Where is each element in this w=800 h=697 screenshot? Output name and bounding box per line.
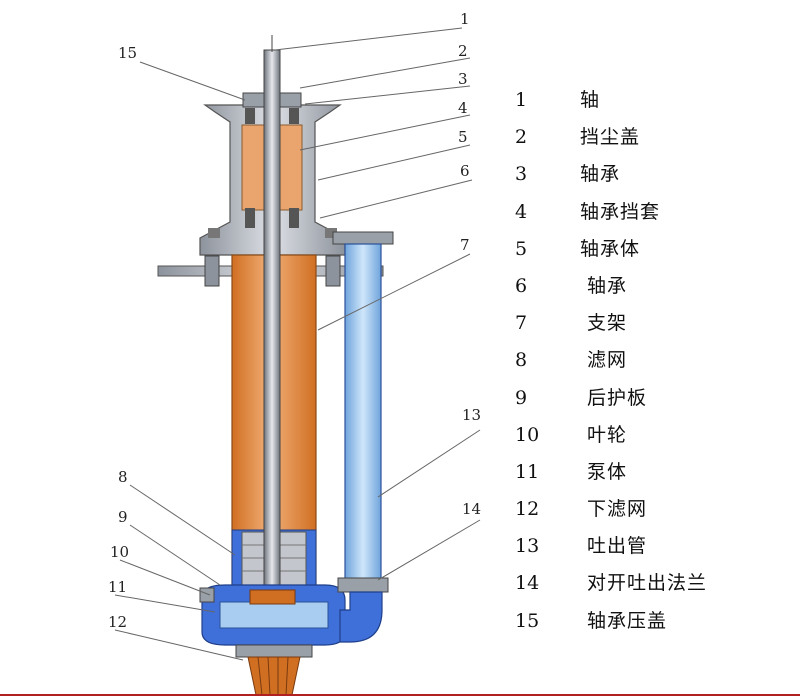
legend-number: 9 (515, 386, 528, 409)
callout-14: 14 (462, 500, 481, 518)
callout-12: 12 (108, 613, 127, 631)
legend-item: 3 轴承 (515, 156, 785, 193)
pump-casing (199, 584, 346, 646)
callout-15: 15 (118, 44, 137, 62)
legend-number: 6 (515, 274, 528, 297)
legend-item: 1 轴 (515, 82, 785, 119)
legend-item: 10 叶轮 (515, 417, 785, 454)
callout-6: 6 (460, 162, 470, 180)
legend-label: 滤网 (587, 349, 628, 372)
callout-5: 5 (458, 128, 468, 146)
legend-label: 挡尘盖 (580, 126, 641, 149)
legend-item: 11 泵体 (515, 454, 785, 491)
legend-number: 8 (515, 349, 528, 372)
legend-label: 轴承体 (580, 237, 641, 260)
callout-3: 3 (458, 70, 468, 88)
legend-label: 吐出管 (587, 535, 648, 558)
callout-10: 10 (110, 543, 129, 561)
legend-number: 11 (515, 460, 540, 483)
legend-number: 4 (515, 200, 528, 223)
discharge-pipe (332, 231, 394, 643)
legend-label: 轴承 (587, 274, 628, 297)
legend-label: 轴承压盖 (587, 609, 668, 632)
callout-13: 13 (462, 406, 481, 424)
legend-label: 轴承挡套 (580, 200, 661, 223)
legend-number: 12 (515, 498, 540, 521)
callout-7: 7 (460, 236, 470, 254)
legend-item: 9 后护板 (515, 380, 785, 417)
legend-number: 5 (515, 237, 528, 260)
legend-number: 3 (515, 163, 528, 186)
legend-item: 4 轴承挡套 (515, 194, 785, 231)
legend-number: 13 (515, 535, 540, 558)
legend-item: 7 支架 (515, 305, 785, 342)
callout-2: 2 (458, 42, 468, 60)
shaft (263, 35, 281, 591)
legend-label: 后护板 (587, 386, 648, 409)
callout-9: 9 (118, 508, 128, 526)
lower-strainer (235, 644, 313, 696)
legend-label: 轴 (580, 89, 601, 111)
legend-label: 下滤网 (587, 498, 648, 521)
legend-item: 8 滤网 (515, 342, 785, 379)
legend-number: 14 (515, 572, 540, 595)
callout-8: 8 (118, 468, 128, 486)
legend-item: 5 轴承体 (515, 231, 785, 268)
callout-4: 4 (458, 99, 468, 117)
legend-number: 1 (515, 89, 528, 111)
legend-number: 7 (515, 312, 528, 335)
legend-item: 6 轴承 (515, 268, 785, 305)
callout-11: 11 (108, 578, 127, 596)
legend-item: 13 吐出管 (515, 528, 785, 565)
legend-label: 泵体 (587, 460, 628, 483)
callout-labels: 1 2 3 4 5 6 7 8 9 10 11 12 13 14 15 (108, 10, 481, 631)
legend-label: 轴承 (580, 163, 621, 186)
bottom-border (0, 694, 800, 696)
parts-legend: 1 轴 2 挡尘盖 3 轴承 4 轴承挡套 5 轴承体 6 轴承 7 支架 8 … (515, 82, 785, 640)
callout-1: 1 (460, 10, 470, 28)
legend-number: 2 (515, 126, 528, 149)
legend-item: 2 挡尘盖 (515, 119, 785, 156)
legend-item: 12 下滤网 (515, 491, 785, 528)
legend-label: 叶轮 (587, 423, 628, 446)
legend-label: 支架 (587, 312, 628, 335)
legend-label: 对开吐出法兰 (587, 572, 708, 595)
legend-item: 15 轴承压盖 (515, 603, 785, 640)
leader-lines (114, 27, 481, 661)
legend-number: 15 (515, 609, 540, 632)
legend-item: 14 对开吐出法兰 (515, 565, 785, 602)
legend-number: 10 (515, 423, 540, 446)
